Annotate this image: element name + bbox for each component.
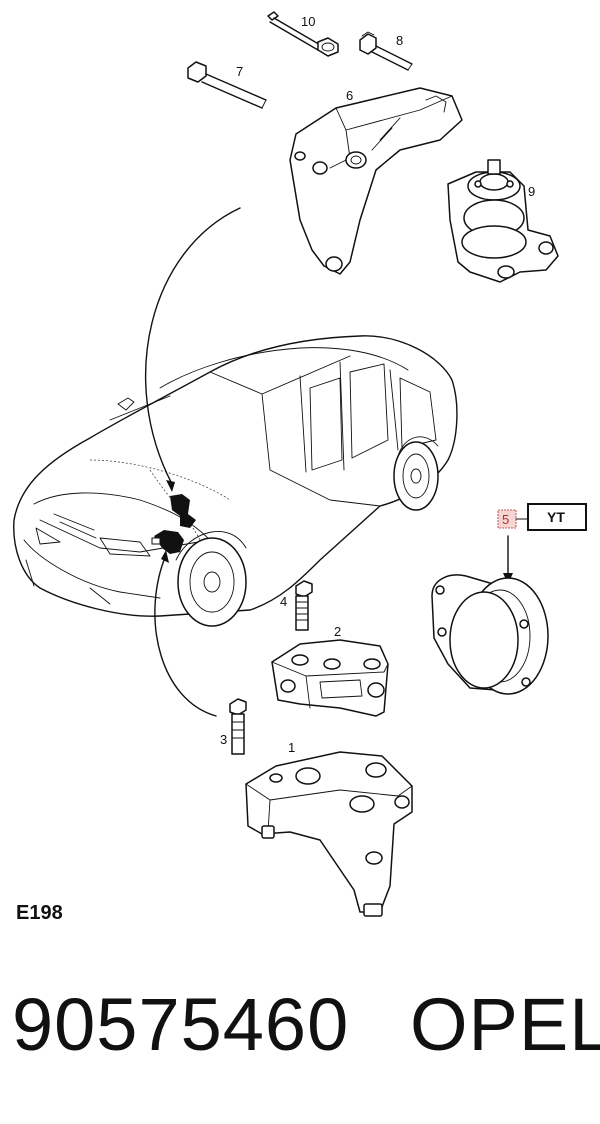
callout-9: 9 bbox=[528, 184, 535, 199]
bolt-3 bbox=[229, 698, 247, 755]
callout-6: 6 bbox=[346, 88, 353, 103]
sheet-code: E198 bbox=[16, 902, 63, 924]
bolt-4 bbox=[295, 580, 313, 631]
callout-3: 3 bbox=[220, 732, 227, 747]
parts-diagram: 10 8 7 6 9 bbox=[13, 11, 587, 917]
highlight-number: 5 bbox=[502, 512, 509, 527]
callout-10: 10 bbox=[301, 14, 315, 29]
highlight-code: YT bbox=[547, 509, 565, 525]
part-number: 90575460 bbox=[12, 983, 350, 1066]
callout-2: 2 bbox=[334, 624, 341, 639]
bracket-2 bbox=[271, 639, 389, 717]
bracket-6 bbox=[289, 87, 463, 275]
arrow-to-bracket bbox=[144, 207, 241, 492]
callout-4: 4 bbox=[280, 594, 287, 609]
mount-9 bbox=[447, 159, 559, 283]
mount-location-marker bbox=[151, 494, 196, 554]
callout-1: 1 bbox=[288, 740, 295, 755]
highlight-badge: 5 YT bbox=[497, 503, 587, 531]
bolt-7 bbox=[187, 61, 267, 109]
brand-name: OPEL bbox=[410, 983, 600, 1066]
arrow-to-mount-1 bbox=[154, 550, 217, 717]
callout-7: 7 bbox=[236, 64, 243, 79]
bolt-8 bbox=[359, 31, 413, 71]
car-outline bbox=[13, 335, 458, 627]
arrow-to-mount-5 bbox=[503, 535, 513, 584]
bolt-10 bbox=[267, 11, 339, 57]
bracket-1 bbox=[245, 751, 413, 917]
callout-8: 8 bbox=[396, 33, 403, 48]
mount-5 bbox=[431, 574, 549, 695]
